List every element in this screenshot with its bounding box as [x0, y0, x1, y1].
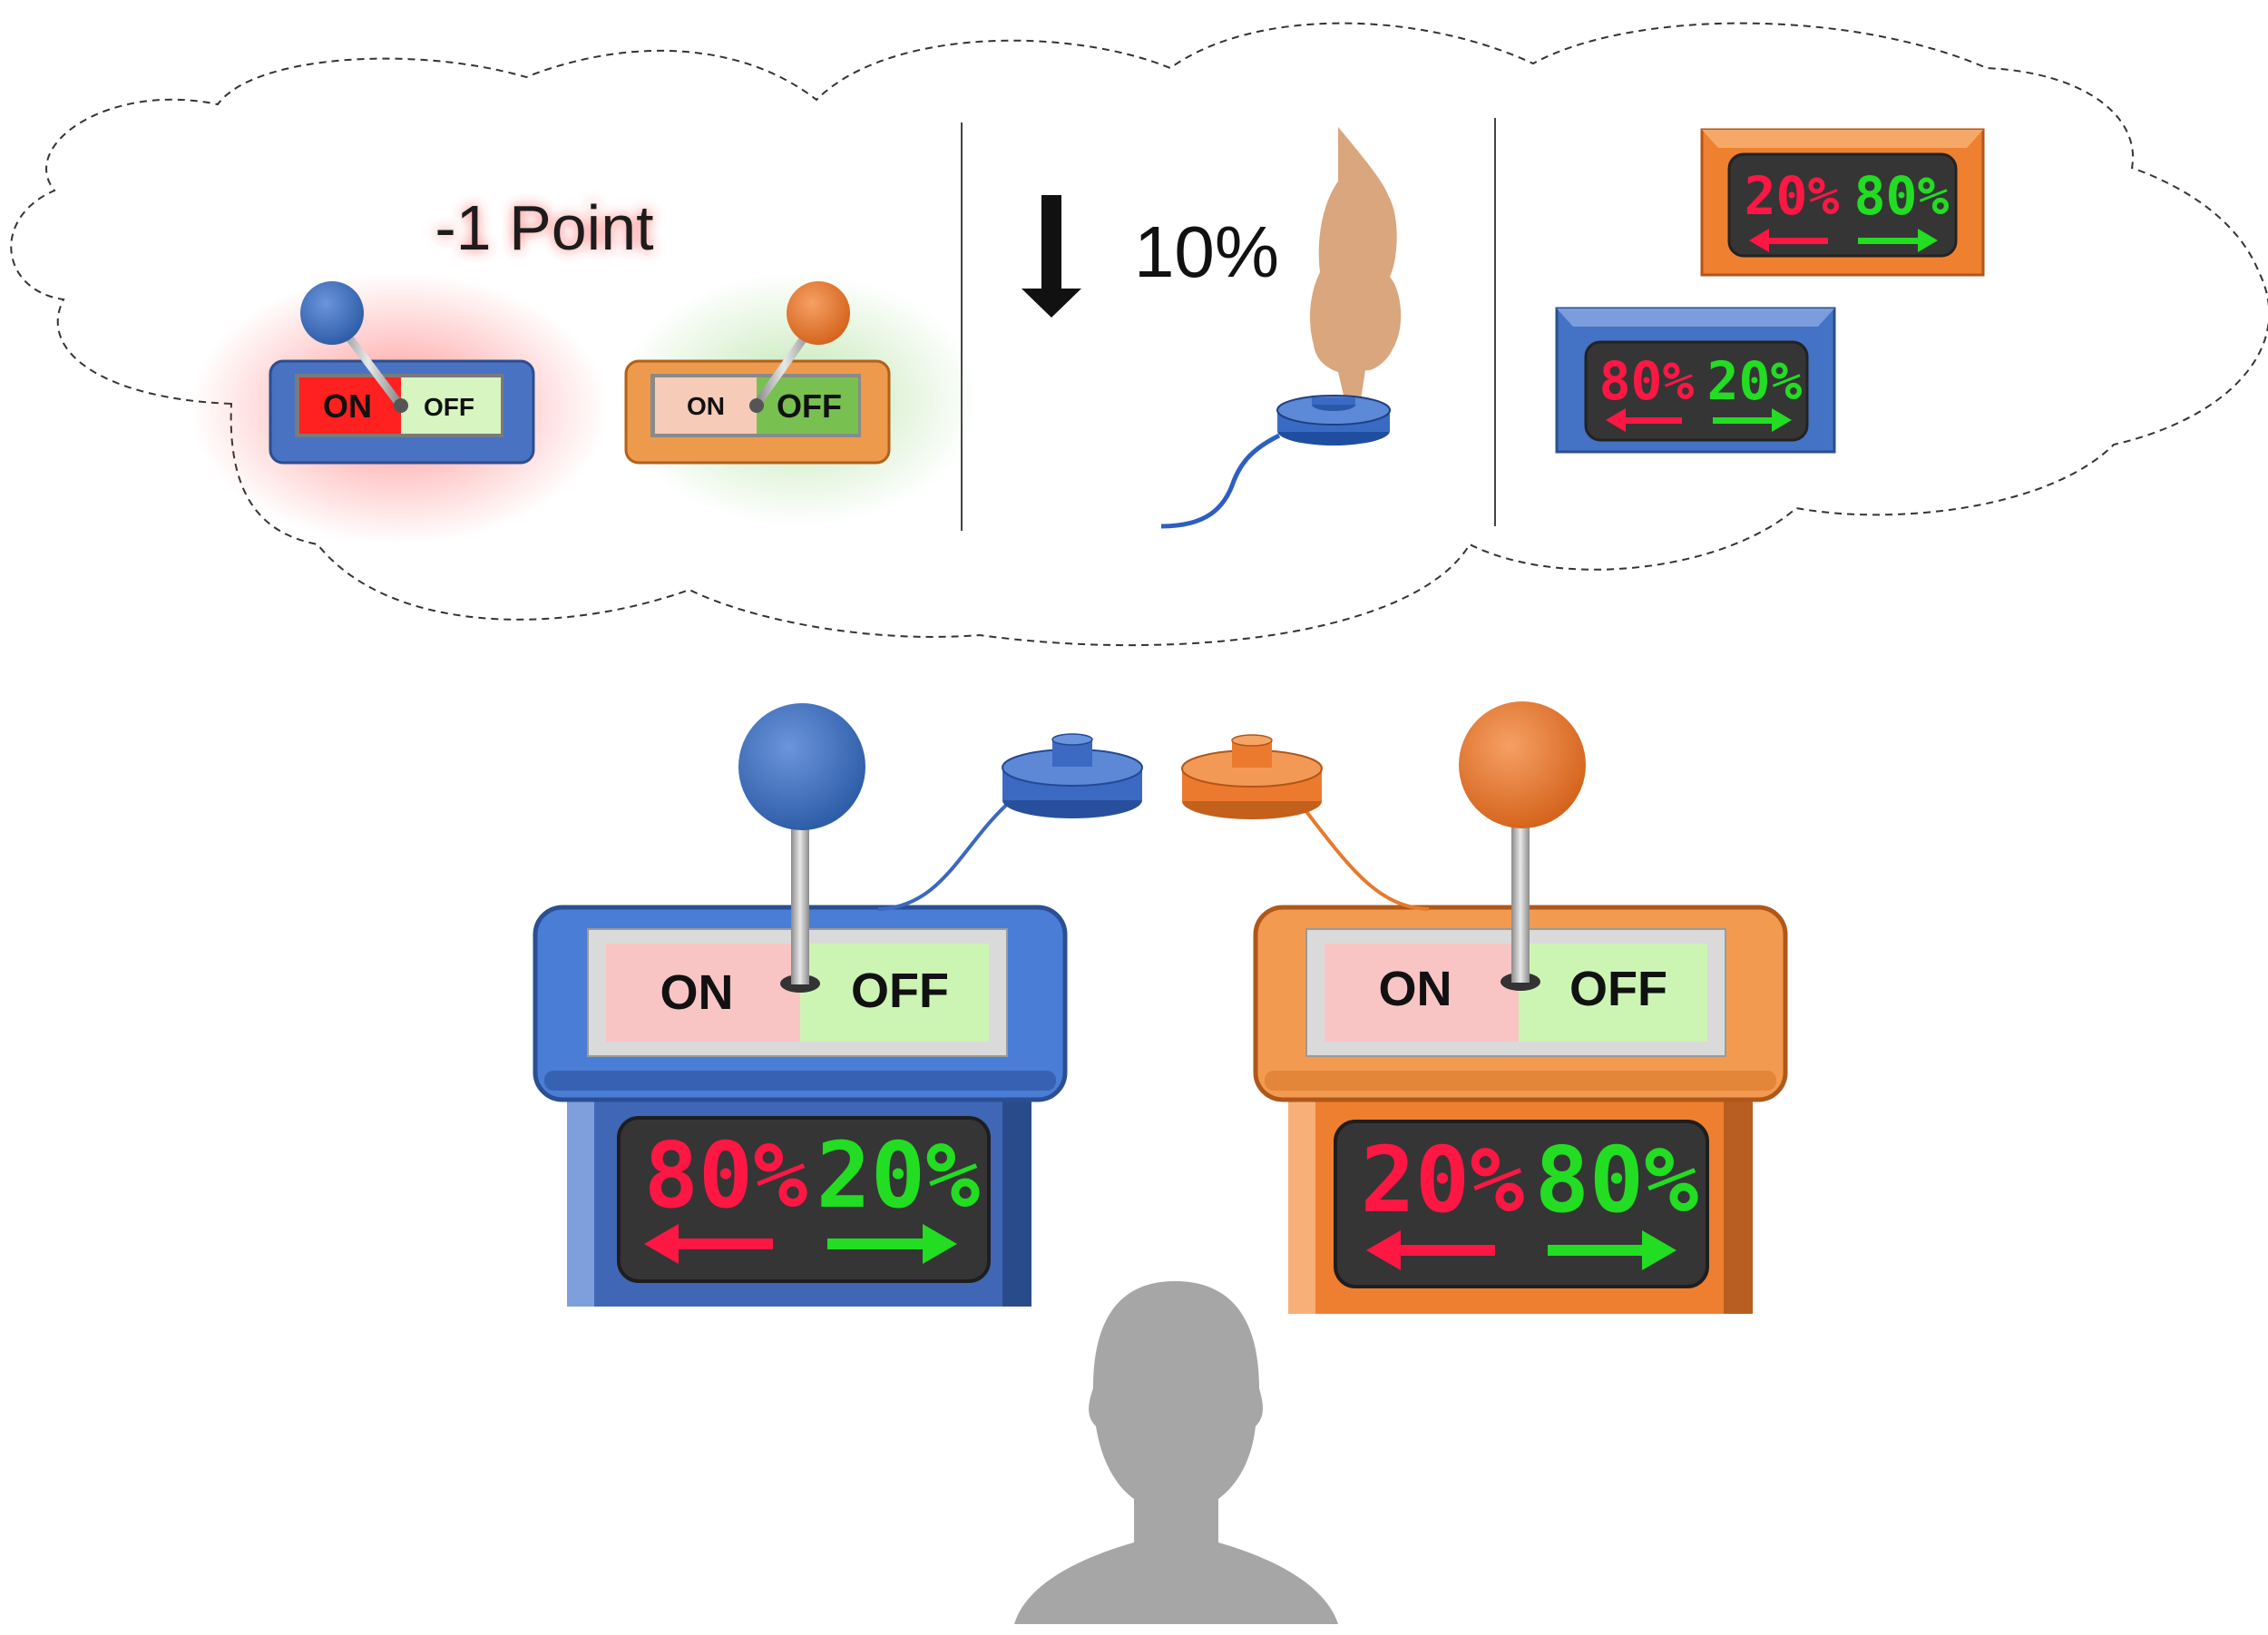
mini-orange-off-label: OFF: [777, 387, 842, 425]
left-arrow-icon: [1749, 229, 1828, 252]
mini-blue-display-left: 80%: [1599, 350, 1695, 412]
blue-console-on-panel: [606, 944, 800, 1042]
blue-console-off-panel: [800, 944, 989, 1042]
mini-blue-lever-hole: [394, 398, 408, 413]
mini-orange-lever-hole: [749, 398, 764, 413]
right-arrow-icon: [1548, 1230, 1677, 1270]
mini-orange-display-left: 20%: [1745, 165, 1840, 227]
blue-console-left-pct: 80%: [644, 1122, 808, 1229]
blue-console-on-label: ON: [660, 965, 734, 1020]
mini-blue-off-panel: [401, 377, 501, 434]
mini-blue-on-label: ON: [323, 387, 372, 425]
orange-console-on-panel: [1325, 944, 1519, 1042]
mini-blue-switch: ON OFF: [191, 272, 608, 544]
right-arrow-icon: [827, 1224, 957, 1264]
blue-press-button: [877, 733, 1143, 911]
blue-console-off-label: OFF: [851, 964, 949, 1018]
orange-lever-ball: [1459, 701, 1586, 828]
left-arrow-icon: [644, 1224, 773, 1264]
mini-blue-lever-ball: [300, 281, 364, 345]
mini-orange-lever-ball: [787, 281, 850, 345]
mini-orange-display: 20% 80%: [1700, 128, 1985, 277]
mini-blue-display-right: 20%: [1707, 350, 1803, 412]
orange-lever-stick: [1511, 826, 1530, 983]
person-silhouette-icon: [1014, 1281, 1338, 1624]
orange-console-right-pct: 80%: [1535, 1127, 1699, 1233]
left-arrow-icon: [1366, 1230, 1495, 1270]
blue-console-right-pct: 20%: [816, 1122, 981, 1229]
orange-console-off-panel: [1519, 944, 1707, 1042]
orange-console-off-label: OFF: [1569, 962, 1667, 1016]
blue-console: 80% 20% ON OFF: [533, 703, 1068, 1307]
left-arrow-icon: [1606, 408, 1682, 432]
probability-text: 10%: [1134, 211, 1279, 292]
orange-console-left-pct: 20%: [1361, 1127, 1525, 1233]
mini-orange-on-panel: [655, 377, 757, 434]
mini-orange-on-label: ON: [687, 392, 725, 420]
blue-lever-ball: [738, 703, 865, 830]
thought-cloud: [10, 22, 2268, 647]
right-arrow-icon: [1713, 408, 1792, 432]
down-arrow-icon: [1022, 195, 1081, 318]
press-button-small: [1160, 395, 1391, 529]
orange-console-on-label: ON: [1379, 962, 1452, 1016]
mini-blue-off-label: OFF: [424, 393, 474, 421]
orange-console: 20% 80% ON OFF: [1253, 701, 1788, 1314]
pressing-hand-icon: [1310, 127, 1402, 406]
blue-lever-stick: [791, 826, 809, 984]
mini-orange-display-right: 80%: [1854, 165, 1950, 227]
mini-orange-switch: ON OFF: [617, 272, 980, 526]
mini-blue-display: 80% 20%: [1555, 307, 1836, 454]
penalty-text: -1 Point: [435, 192, 653, 263]
right-arrow-icon: [1858, 229, 1938, 252]
orange-press-button: [1181, 734, 1430, 911]
